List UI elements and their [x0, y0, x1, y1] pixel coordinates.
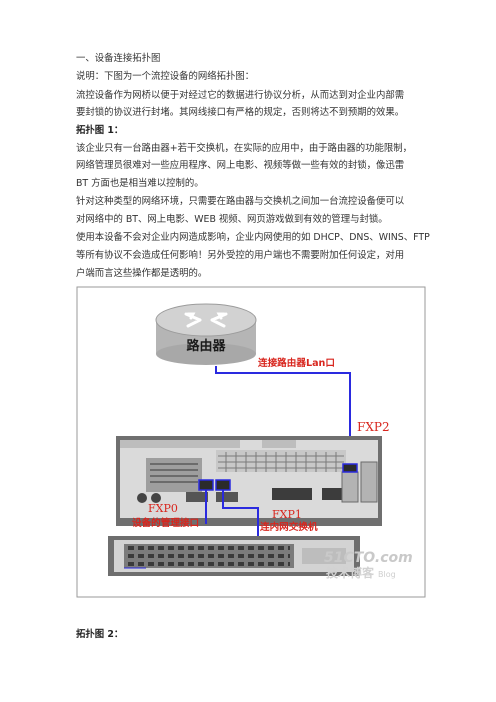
para1-line2: 要封锁的协议进行封堵。其网线接口有严格的规定，否则将达不到预期的效果。 — [76, 107, 405, 118]
router-label: 路由器 — [186, 338, 226, 354]
fxp1-cable — [222, 490, 259, 548]
watermark-logo: 51CTO.com 技术博客 Blog — [324, 550, 413, 580]
fxp1-label: FXP1 — [272, 508, 302, 521]
router-link-label: 连接路由器Lan口 — [258, 357, 335, 369]
svg-text:技术博客: 技术博客 — [326, 565, 375, 580]
fxp1-desc: 连内网交换机 — [260, 521, 318, 533]
intro-line: 说明：下图为一个流控设备的网络拓扑图： — [76, 71, 255, 82]
fxp0-desc: 设备的管理接口 — [132, 517, 199, 529]
para4-line2: 等所有协议不会造成任何影响！另外受控的用户端也不需要附加任何设定，对用 — [76, 250, 405, 261]
fxp0-label: FXP0 — [148, 502, 178, 515]
topology-diagram-1: 路由器 连接路由器Lan口 FXP2 — [76, 286, 426, 598]
svg-text:Blog: Blog — [378, 570, 396, 579]
para3-line2: 对网络中的 BT、网上电影、WEB 视频、网页游戏做到有效的管理与封锁。 — [76, 214, 388, 225]
flow-control-device-icon — [116, 436, 382, 526]
topo2-heading: 拓扑图 2： — [76, 629, 124, 640]
para2-line1: 该企业只有一台路由器+若干交换机，在实际的应用中，由于路由器的功能限制， — [76, 143, 412, 154]
router-icon — [155, 303, 257, 365]
para4-line3: 户端而言这些操作都是透明的。 — [76, 268, 208, 279]
fxp2-label: FXP2 — [357, 420, 390, 434]
topo1-heading: 拓扑图 1： — [76, 125, 124, 136]
section-title: 一、设备连接拓扑图 — [76, 53, 161, 64]
router-cable — [215, 366, 351, 464]
para4-line1: 使用本设备不会对企业内网造成影响，企业内网使用的如 DHCP、DNS、WINS、… — [76, 232, 430, 243]
para2-line2: 网络管理员很难对一些应用程序、网上电影、视频等做一些有效的封锁，像迅雷 — [76, 160, 405, 171]
para1-line1: 流控设备作为网桥以便于对经过它的数据进行协议分析，从而达到对企业内部需 — [76, 90, 405, 101]
switch-icon — [108, 536, 360, 576]
svg-text:51CTO.com: 51CTO.com — [324, 550, 413, 566]
para2-line3: BT 方面也是相当难以控制的。 — [76, 178, 204, 189]
para3-line1: 针对这种类型的网络环境，只需要在路由器与交换机之间加一台流控设备便可以 — [76, 196, 405, 207]
